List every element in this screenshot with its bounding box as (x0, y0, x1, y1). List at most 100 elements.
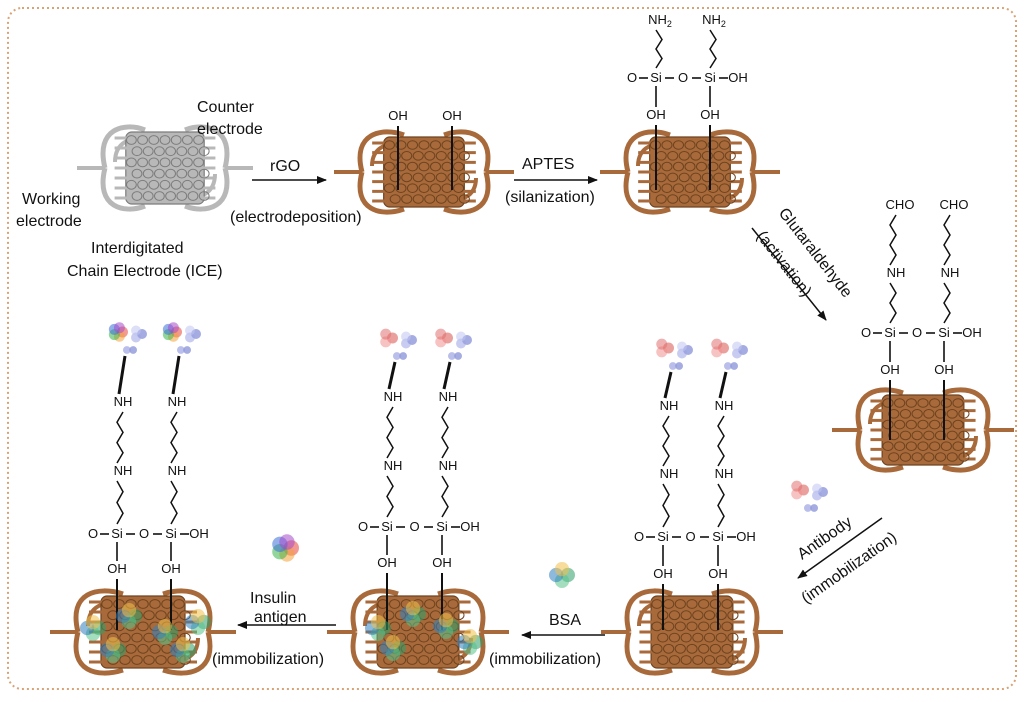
antibody-fab-left (108, 322, 128, 342)
electrode-chain-link (721, 621, 733, 632)
electrode-frame-left (350, 588, 399, 676)
electrode-frame-left (73, 588, 124, 676)
propyl-chain-left (655, 29, 663, 69)
electrode-chain-link (187, 191, 199, 201)
electrode-chain-link (142, 168, 154, 179)
electrode-chain-link (952, 441, 964, 451)
electrode-chain-link (657, 655, 669, 665)
electrode-chain-link (680, 610, 692, 621)
electrode-chain-link (143, 610, 155, 621)
electrode-chain-link (418, 161, 430, 172)
electrode-chain-link (424, 194, 436, 204)
glutaraldehyde-chain-right (943, 214, 951, 266)
electrode-chain-link (453, 161, 465, 172)
electrode-chain-link (119, 632, 131, 643)
linker-chain-right (717, 415, 725, 467)
protein-lobe (462, 629, 478, 644)
electrode-chain-link (934, 452, 947, 462)
electrode-chain-link (684, 161, 696, 172)
protein-lobe (812, 490, 822, 501)
siloxane-si-right: Si (704, 70, 716, 85)
electrode-chain-link (198, 146, 210, 157)
siloxane-o-bridge: O (912, 325, 922, 340)
electrode-chain-link (695, 161, 708, 172)
electrode-chain-link (899, 430, 912, 441)
electrode-chain-link (149, 643, 161, 654)
hydroxyl-left: OH (653, 566, 673, 581)
antibody-fab-right (732, 341, 748, 359)
hydroxyl-right: OH (700, 107, 720, 122)
electrode-chain-link (161, 599, 173, 609)
electrode-chain-link (142, 146, 154, 157)
propyl-chain-right (717, 483, 725, 528)
protein-lobe (131, 332, 141, 343)
protein-lobe (812, 483, 822, 494)
glutaraldehyde-chain-left (889, 214, 897, 266)
electrode-chain-link (458, 151, 470, 161)
electrode-antibody (601, 588, 783, 676)
electrode-chain-link (395, 161, 407, 172)
electrode-chain-link (148, 135, 160, 145)
protein-lobe (438, 613, 454, 628)
protein-lobe (177, 346, 185, 354)
electrode-chain-link (165, 146, 177, 157)
electrode-chain-link (657, 632, 669, 643)
bsa-surface-0 (365, 615, 391, 641)
electrode-chain-link (453, 655, 465, 665)
amide-nh-left: NH (384, 389, 403, 404)
electrode-chain-link (680, 632, 692, 643)
siloxane-si-right: Si (938, 325, 950, 340)
linker-chain-right (441, 406, 449, 459)
protein-lobe (190, 609, 206, 624)
electrode-chain-link (193, 179, 205, 190)
ice-label-line2: Chain Electrode (ICE) (67, 263, 223, 280)
insulin-label-line1: Insulin (250, 590, 296, 607)
electrode-frame-right (942, 387, 991, 473)
electrode-chain-link (167, 610, 179, 621)
electrode-chain-link (429, 655, 442, 665)
antibody-fab-left (380, 328, 398, 348)
electrode-chain-link (383, 610, 395, 621)
electrode-chain-link (406, 632, 418, 643)
bsa-surface-1 (400, 601, 426, 627)
amine-right: NH2 (702, 12, 726, 29)
siloxane-si-right: Si (165, 526, 177, 541)
antibody-right (435, 328, 472, 360)
arrow-glutaraldehyde (751, 227, 827, 321)
amide-nh-right: NH (439, 389, 458, 404)
electrode-chain-link (401, 194, 413, 204)
electrode-chain-link (929, 419, 941, 430)
siloxane-si-left: Si (884, 325, 896, 340)
electrode-chain-link (709, 643, 721, 654)
protein-lobe (448, 352, 456, 360)
electrode-chain-link (917, 441, 929, 451)
amide-nh-right: NH (715, 398, 734, 413)
electrode-chain-link (113, 599, 125, 609)
electrode-chain-link (137, 643, 149, 654)
electrode-chain-link (719, 183, 731, 193)
protein-lobe (711, 338, 723, 350)
electrode-chain-link (154, 191, 165, 201)
electrode-chain-link (661, 161, 673, 172)
electrode-chain-link (713, 151, 725, 161)
electrode-chain-link (724, 194, 736, 204)
electrode-chain-link (668, 610, 681, 621)
protein-lobe (85, 615, 101, 630)
siloxane-o-left: O (88, 526, 98, 541)
electrode-chain-link (131, 632, 143, 643)
electrode-chain-link (424, 151, 436, 161)
electrode-chain-link (958, 409, 970, 419)
electrode-chain-link (672, 140, 685, 150)
electrode-chain-link (940, 441, 952, 451)
imine-nh-left: NH (114, 463, 133, 478)
electrode-chain-link (692, 610, 704, 621)
electrode-chain-link (170, 157, 182, 168)
aldehyde-left: CHO (886, 197, 915, 212)
siloxane-o-bridge: O (678, 70, 688, 85)
electrode-chain-link (435, 151, 447, 161)
electrode-chain-link (917, 419, 929, 430)
antibody-fab-right (677, 341, 693, 359)
electrode-chain-link (176, 146, 188, 157)
